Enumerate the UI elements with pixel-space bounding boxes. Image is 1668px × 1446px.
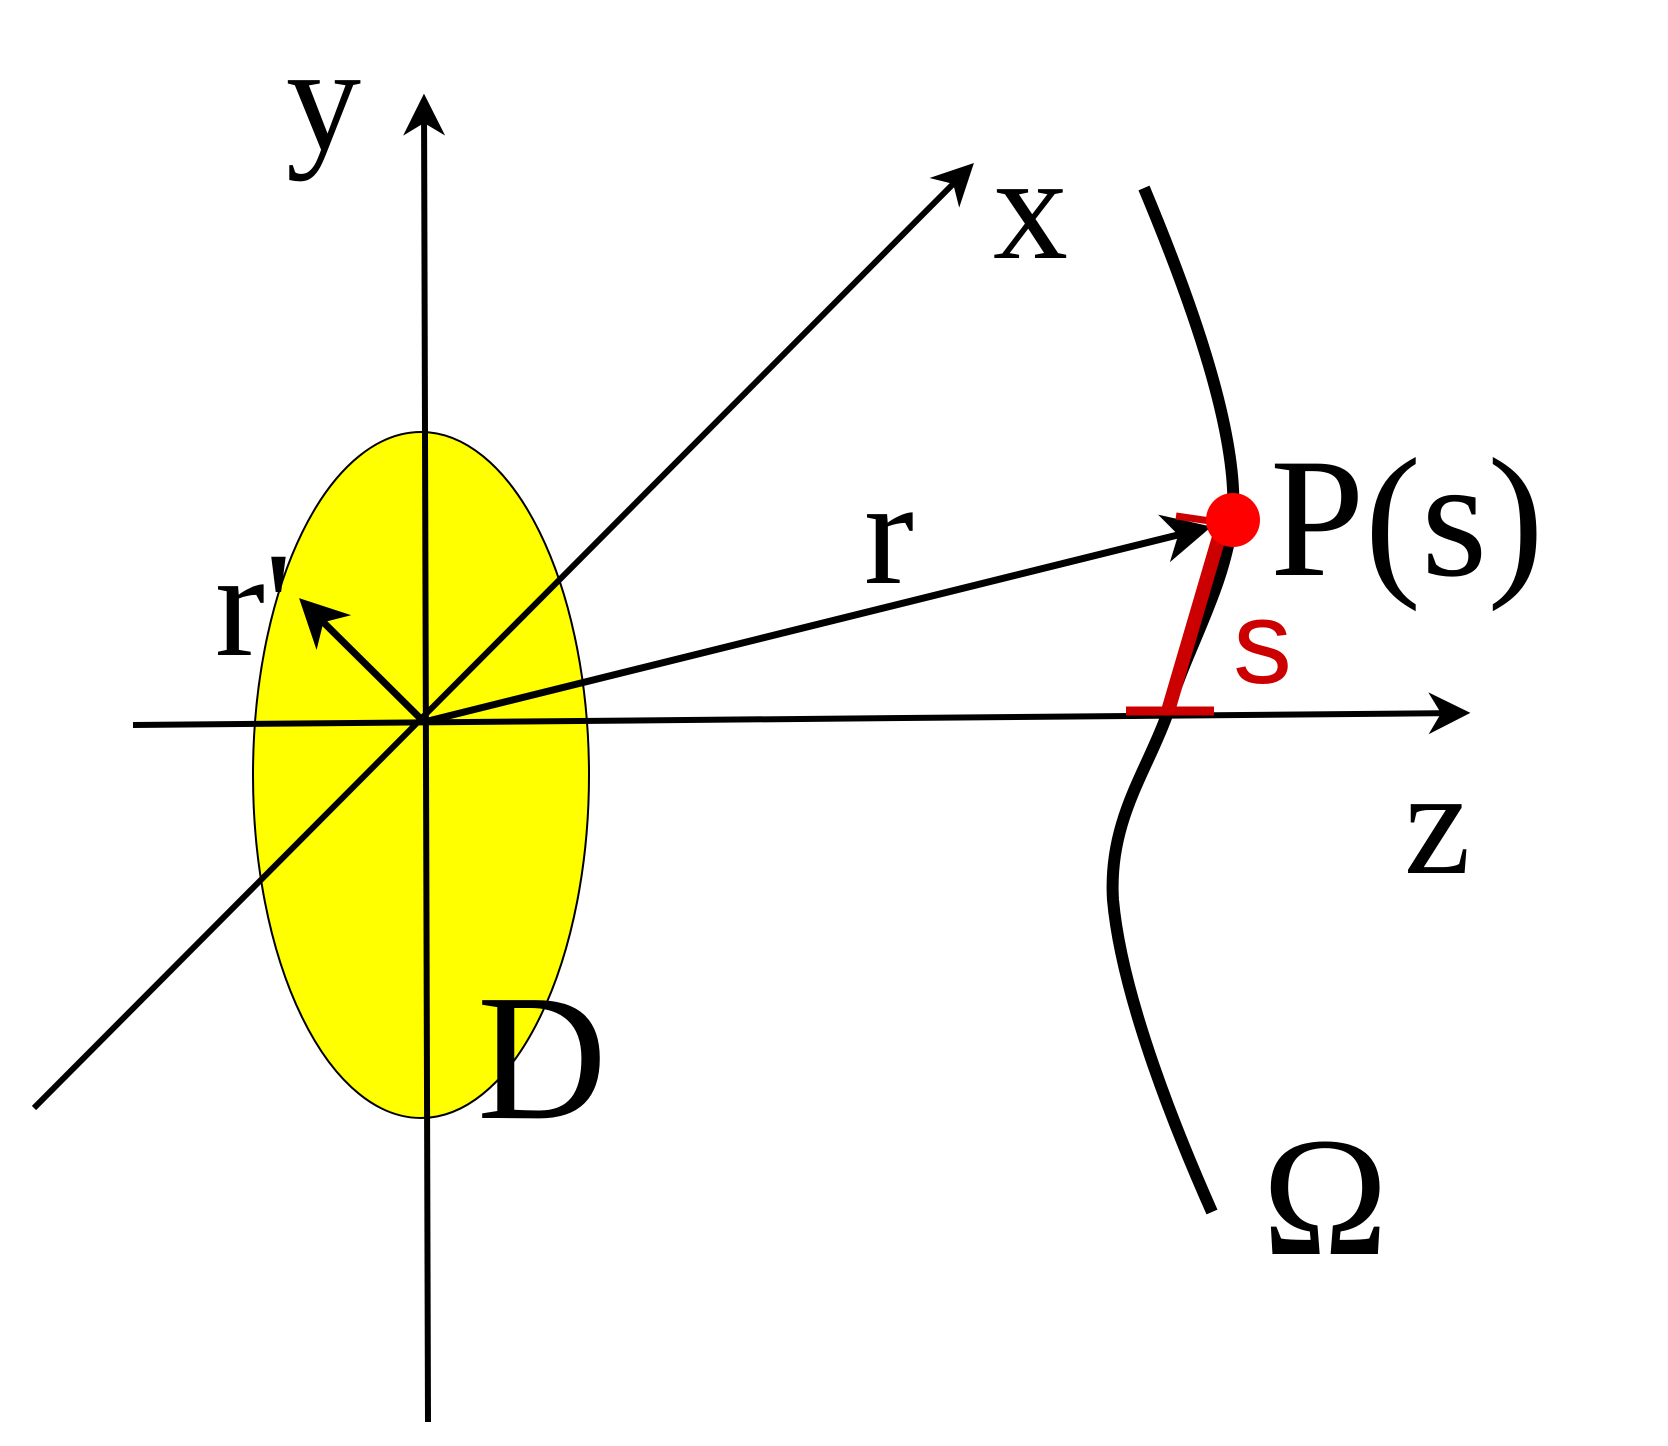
r-vector — [423, 514, 1212, 726]
point-label: P(s) — [1270, 424, 1544, 612]
s-segment — [1161, 518, 1231, 713]
r-prime-label: r' — [215, 522, 292, 688]
r-vector-label: r — [864, 450, 914, 616]
x-axis-label: x — [993, 125, 1068, 291]
r-prime-vector — [299, 598, 427, 725]
z-axis-line — [132, 692, 1471, 735]
arc-length-label: s — [1233, 577, 1292, 709]
aperture-label: D — [477, 958, 607, 1157]
surface-label: Ω — [1262, 1103, 1388, 1291]
y-axis-label: y — [286, 16, 361, 182]
point-p — [1206, 493, 1260, 547]
z-axis-label: z — [1404, 740, 1471, 906]
x-axis-line — [31, 163, 974, 1111]
y-axis-line — [403, 93, 446, 1423]
